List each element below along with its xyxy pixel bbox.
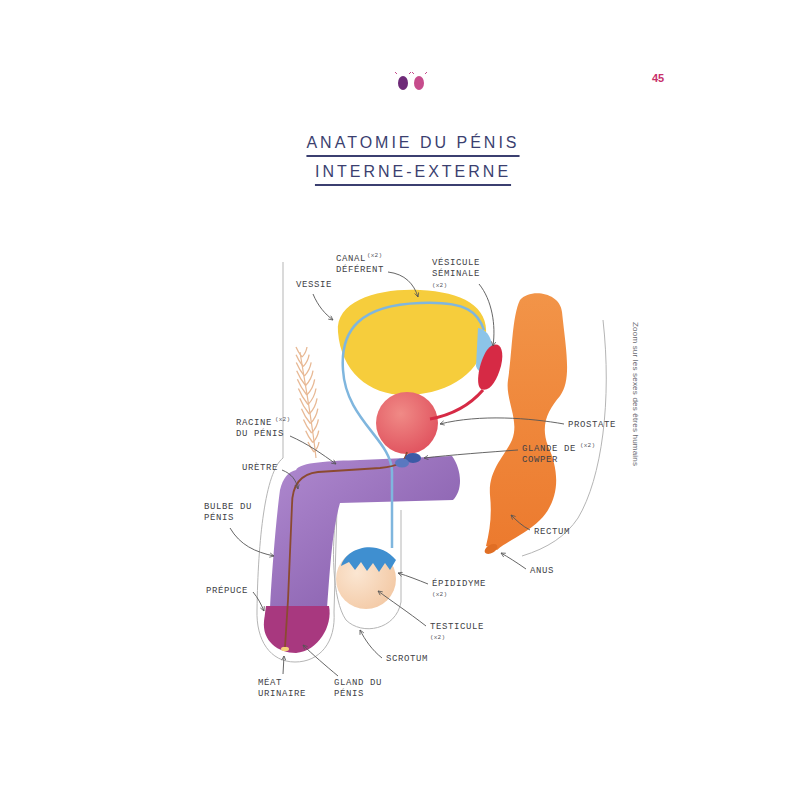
leader-line — [313, 294, 333, 320]
hair-stroke — [303, 419, 311, 433]
pubic-hair — [296, 347, 319, 458]
urethra — [285, 452, 407, 647]
part-label: MÉAT URINAIRE — [258, 678, 310, 700]
running-header: Zoom sur les sexes des êtres humains — [630, 322, 641, 466]
count-note: (x2) — [367, 252, 382, 259]
leader-line — [253, 592, 264, 611]
count-note: (x2) — [432, 282, 447, 289]
leader-line — [282, 470, 298, 489]
ornament — [398, 76, 408, 90]
ornament — [395, 72, 427, 74]
count-note: (x2) — [275, 416, 290, 423]
part-label: GLAND DU PÉNIS — [334, 678, 386, 700]
bladder — [338, 290, 486, 395]
leader-line — [360, 630, 382, 658]
leader-line — [501, 553, 526, 569]
hair-stroke — [303, 355, 309, 367]
body-outline — [283, 262, 284, 458]
part-label: ÉPIDIDYME — [432, 579, 486, 590]
part-label: TESTICULE — [430, 622, 484, 633]
page-title: ANATOMIE DU PÉNIS INTERNE-EXTERNE — [278, 128, 548, 186]
part-label: URÈTRE — [242, 463, 278, 474]
vas-deferens — [343, 303, 484, 548]
part-label: VESSIE — [296, 280, 332, 291]
urinary-meatus — [281, 647, 289, 651]
part-label: SCROTUM — [386, 654, 428, 665]
penis-body — [270, 456, 460, 608]
part-label: GLANDE DE COWPER — [522, 444, 580, 466]
seminal-vesicle — [478, 345, 502, 390]
leader-line — [283, 656, 284, 674]
part-label: ANUS — [530, 566, 554, 577]
leader-line — [440, 418, 564, 424]
rectum — [486, 293, 567, 550]
leader-line — [303, 645, 338, 676]
ejaculatory-duct — [430, 390, 483, 419]
leader-line — [398, 573, 428, 584]
leader-line — [511, 515, 530, 530]
leader-line — [388, 272, 418, 297]
part-label: RECTUM — [534, 527, 570, 538]
part-label: PROSTATE — [568, 420, 616, 431]
leader-line — [424, 450, 518, 458]
count-note: (x2) — [430, 634, 445, 641]
hair-stroke — [302, 347, 307, 357]
hair-stroke — [308, 389, 316, 405]
count-note: (x2) — [580, 442, 595, 449]
cowper-gland — [395, 459, 409, 468]
epididymis — [341, 547, 396, 572]
hair-stroke — [309, 398, 317, 414]
hair-stroke — [307, 379, 315, 395]
page-number: 45 — [652, 73, 664, 84]
leader-line — [378, 591, 426, 626]
leader-line — [230, 528, 274, 556]
part-label: BULBE DU PÉNIS — [204, 502, 256, 524]
count-note: (x2) — [432, 591, 447, 598]
part-label: PRÉPUCE — [206, 586, 248, 597]
anus — [483, 542, 499, 556]
leader-line — [290, 436, 336, 464]
ornament — [414, 76, 424, 90]
leader-line — [479, 284, 494, 346]
part-label: VÉSICULE SÉMINALE — [432, 258, 487, 280]
glans — [264, 606, 330, 653]
prostate — [376, 392, 438, 454]
